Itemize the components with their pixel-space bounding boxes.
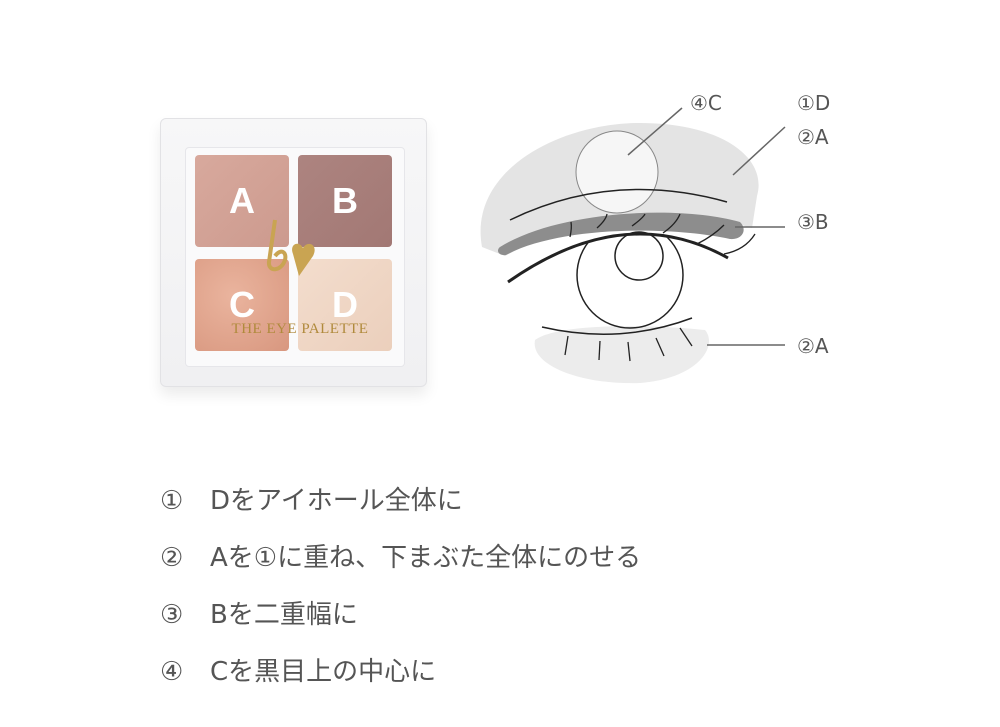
- label-2a-lower: ②A: [797, 334, 829, 358]
- label-4c: ④C: [690, 91, 722, 115]
- step-number: ①: [160, 486, 184, 516]
- step-3: ③ Bを二重幅に: [160, 594, 358, 631]
- pan-b-letter: B: [332, 180, 358, 221]
- step-text: Cを黒目上の中心に: [210, 657, 437, 687]
- pan-d-letter: D: [332, 284, 358, 325]
- pupil: [614, 231, 664, 281]
- upper-lash-line: [507, 232, 729, 284]
- upper-lashes: [569, 213, 756, 255]
- step-number: ④: [160, 657, 184, 687]
- step-text: Bを二重幅に: [210, 600, 358, 630]
- brand-logo-icon: [267, 219, 315, 276]
- pan-d: D: [298, 259, 392, 351]
- step-2: ② Aを①に重ね、下まぶた全体にのせる: [160, 537, 641, 574]
- double-lid-area: [498, 212, 744, 256]
- pan-b: B: [298, 155, 392, 247]
- label-1d: ①D: [797, 91, 831, 115]
- step-number: ②: [160, 543, 184, 573]
- pan-c: C: [195, 259, 289, 351]
- leader-lines: [627, 107, 786, 346]
- step-number: ③: [160, 600, 184, 630]
- step-text: Aを①に重ね、下まぶた全体にのせる: [210, 543, 642, 573]
- center-highlight-area: [575, 130, 659, 214]
- pan-a-letter: A: [229, 180, 255, 221]
- pan-c-letter: C: [229, 284, 255, 325]
- step-text: Dをアイホール全体に: [210, 486, 463, 516]
- brand-text: THE EYE PALETTE: [231, 321, 369, 337]
- lower-lid-line: [541, 317, 693, 335]
- crease-line: [509, 188, 728, 221]
- lower-lashes: [564, 327, 693, 362]
- label-2a-upper: ②A: [797, 125, 829, 149]
- step-4: ④ Cを黒目上の中心に: [160, 651, 436, 688]
- label-3b: ③B: [797, 210, 829, 234]
- iris: [576, 235, 684, 329]
- step-1: ① Dをアイホール全体に: [160, 480, 463, 517]
- lower-lid-area: [534, 326, 709, 384]
